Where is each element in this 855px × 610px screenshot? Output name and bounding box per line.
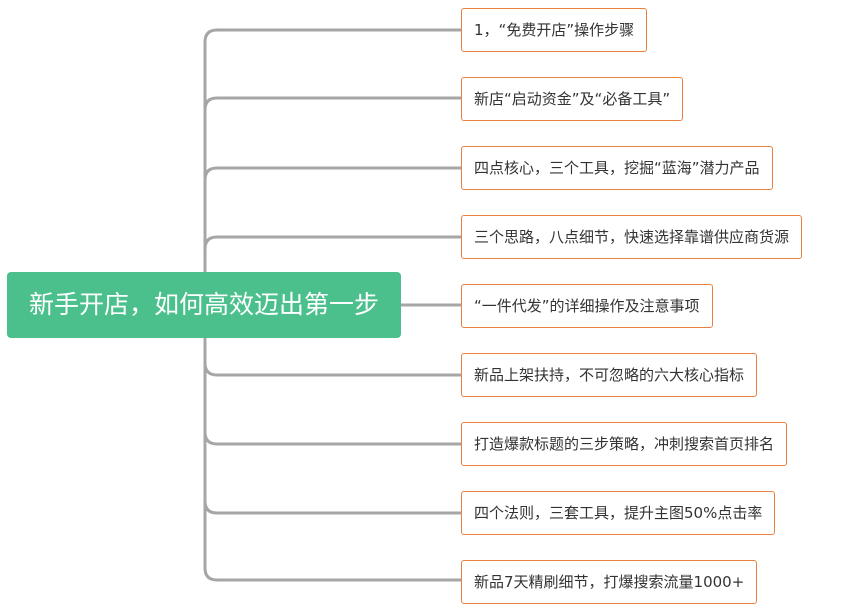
branch-topic[interactable]: 新店“启动资金”及“必备工具” [461, 77, 684, 121]
branch-connector [203, 166, 463, 182]
branch-topic[interactable]: 新品7天精刷细节，打爆搜索流量1000+ [461, 560, 758, 604]
branch-connector [203, 430, 463, 446]
branch-topic[interactable]: “一件代发”的详细操作及注意事项 [461, 284, 713, 328]
root-topic[interactable]: 新手开店，如何高效迈出第一步 [7, 272, 401, 338]
branch-connector [203, 235, 463, 251]
branch-topic[interactable]: 新品上架扶持，不可忽略的六大核心指标 [461, 353, 758, 397]
branch-connector [203, 499, 463, 515]
branch-topic[interactable]: 打造爆款标题的三步策略，冲刺搜索首页排名 [461, 422, 788, 466]
branch-topic[interactable]: 四点核心，三个工具，挖掘“蓝海”潜力产品 [461, 146, 773, 190]
branch-topic[interactable]: 四个法则，三套工具，提升主图50%点击率 [461, 491, 776, 535]
branch-topic[interactable]: 三个思路，八点细节，快速选择靠谱供应商货源 [461, 215, 803, 259]
branch-topic[interactable]: 1，“免费开店”操作步骤 [461, 8, 648, 52]
branch-connector [203, 361, 463, 377]
branch-connector [203, 96, 463, 112]
